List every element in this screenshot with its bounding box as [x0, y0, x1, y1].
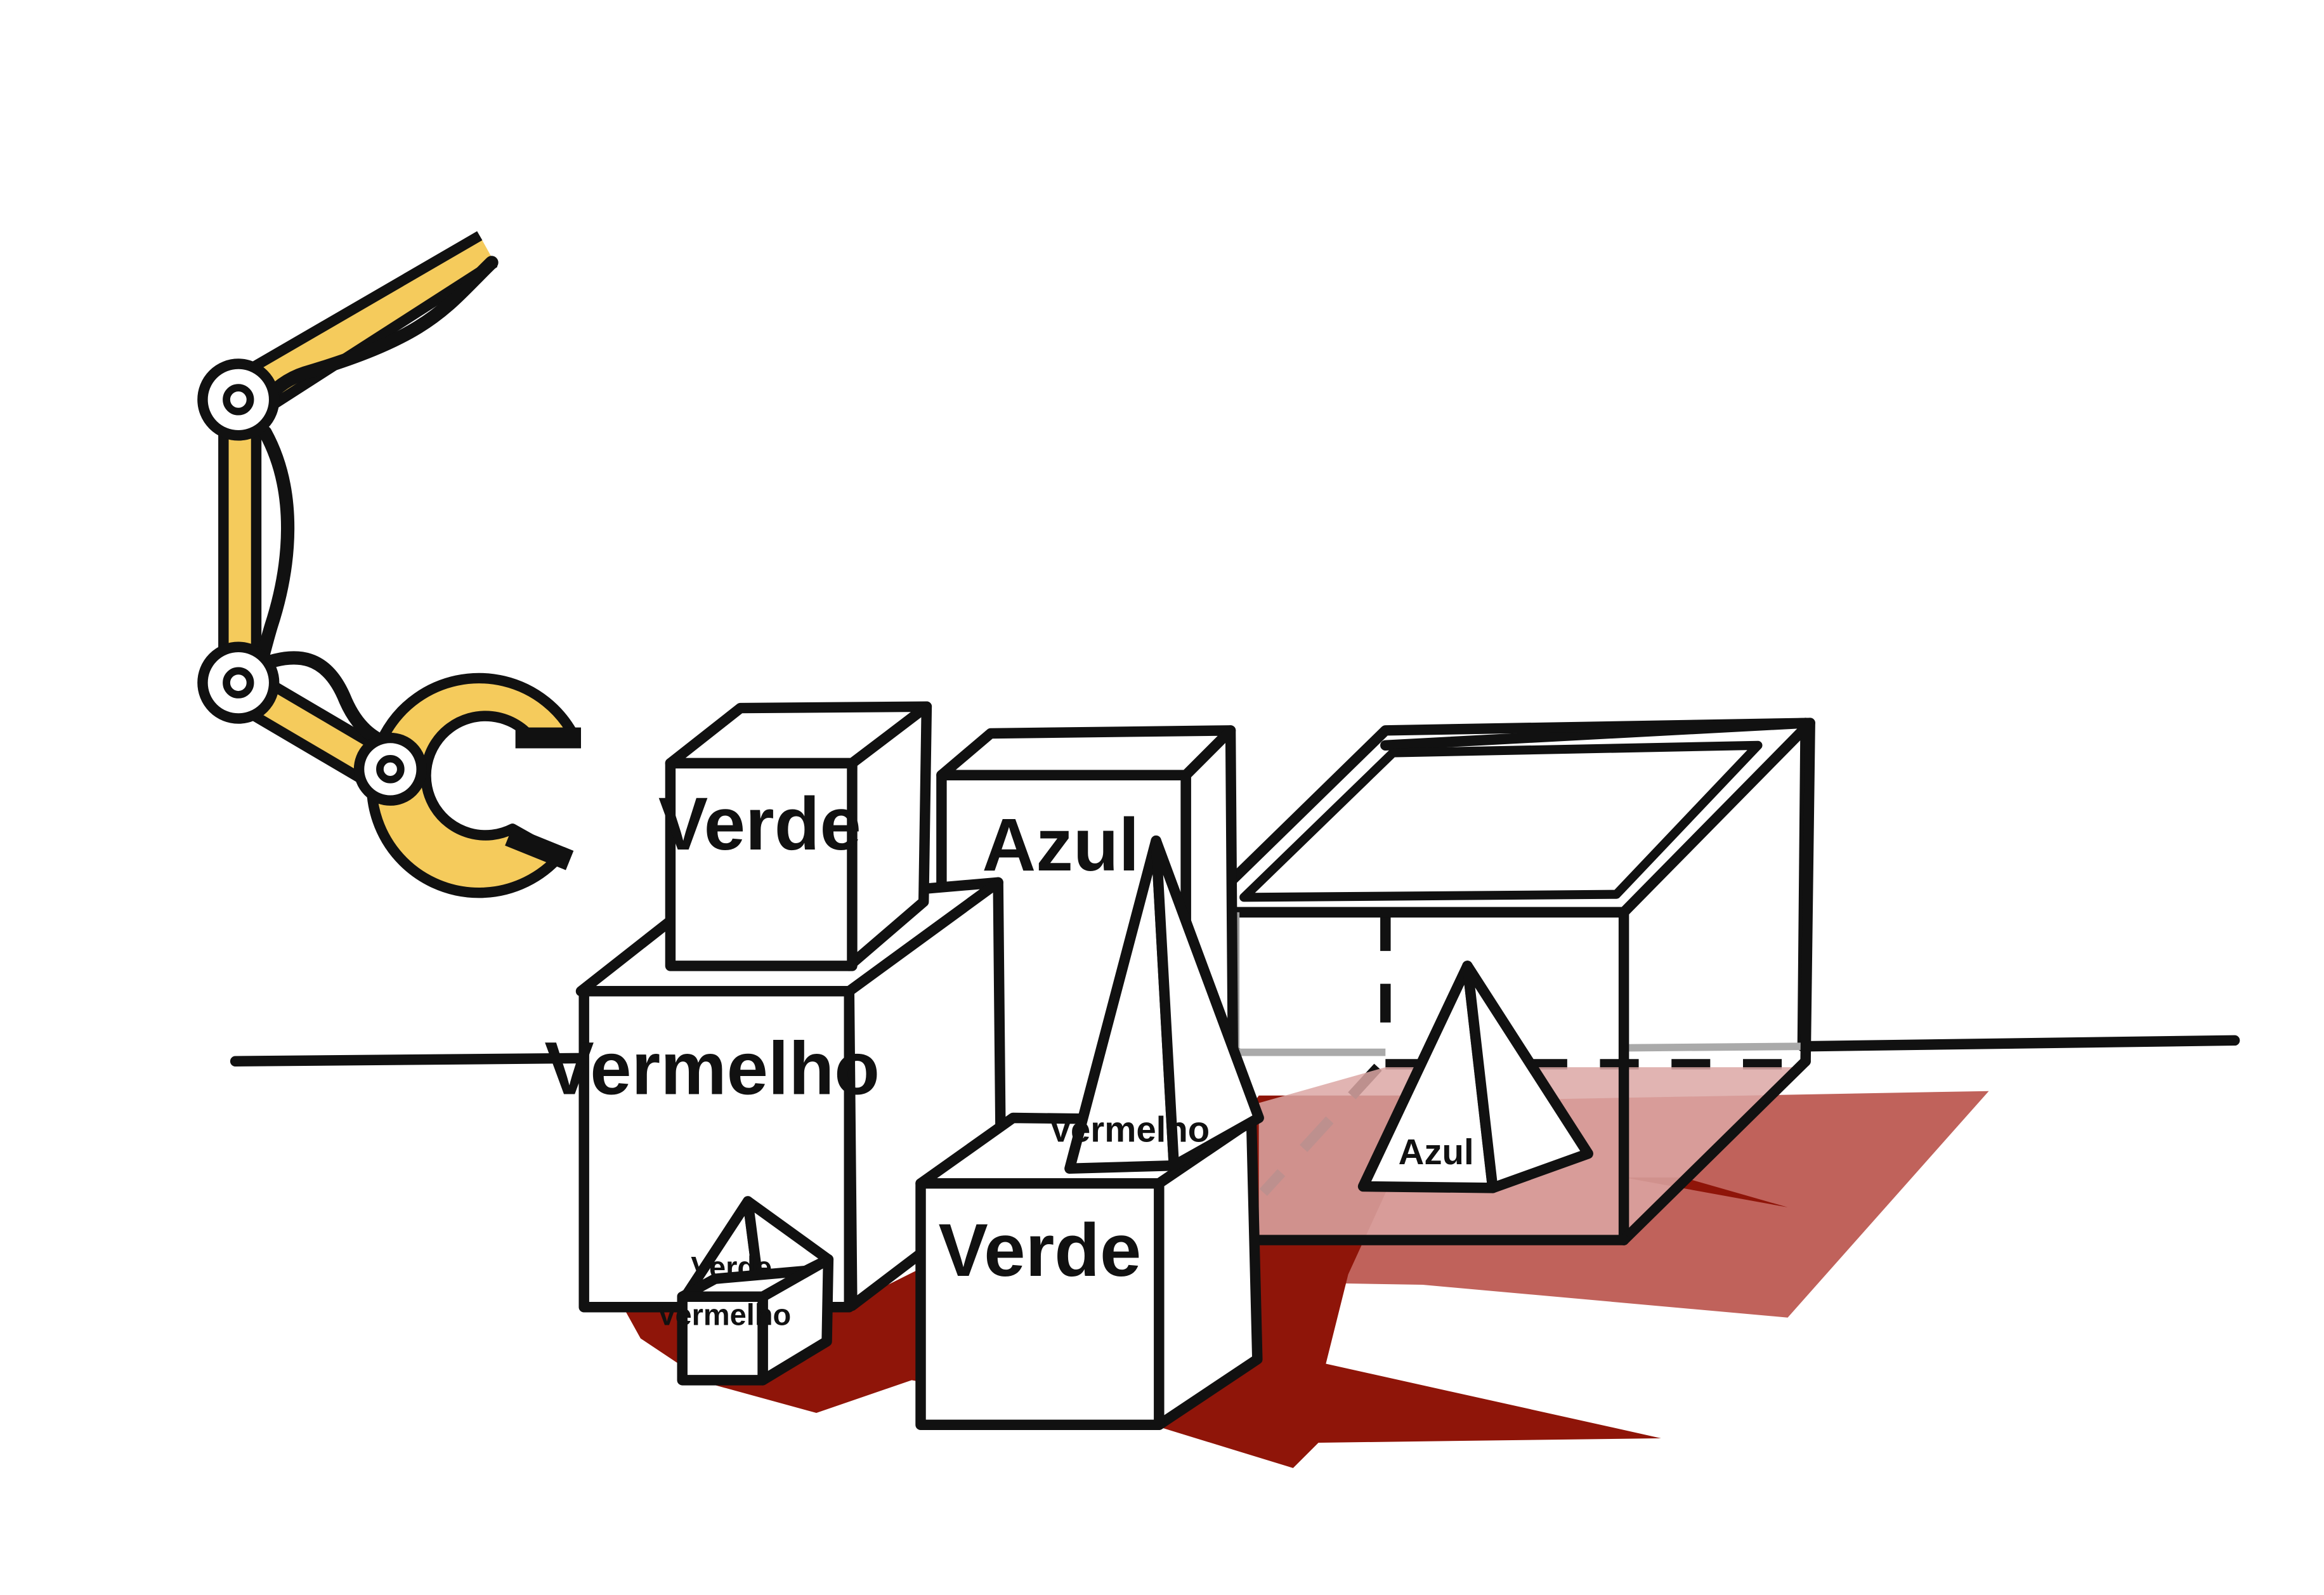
large-block-label: Vermelho — [544, 1027, 880, 1110]
glass-box — [1194, 718, 1815, 1245]
small-cube: Vermelho — [657, 1254, 834, 1386]
top-cube: Verde — [658, 701, 932, 971]
tall-block-label: Azul — [982, 803, 1139, 886]
box-pyramid-label: Azul — [1399, 1132, 1474, 1172]
tall-pyramid: Vermelho — [1048, 835, 1264, 1174]
front-cube-label: Verde — [938, 1209, 1141, 1292]
gripper-claw-icon — [366, 673, 581, 898]
small-cube-label: Vermelho — [657, 1297, 791, 1331]
top-cube-label: Verde — [658, 782, 861, 865]
tall-pyramid-label: Vermelho — [1048, 1110, 1210, 1150]
joint-icon — [197, 358, 427, 806]
box-pyramid: Azul — [1357, 961, 1593, 1193]
